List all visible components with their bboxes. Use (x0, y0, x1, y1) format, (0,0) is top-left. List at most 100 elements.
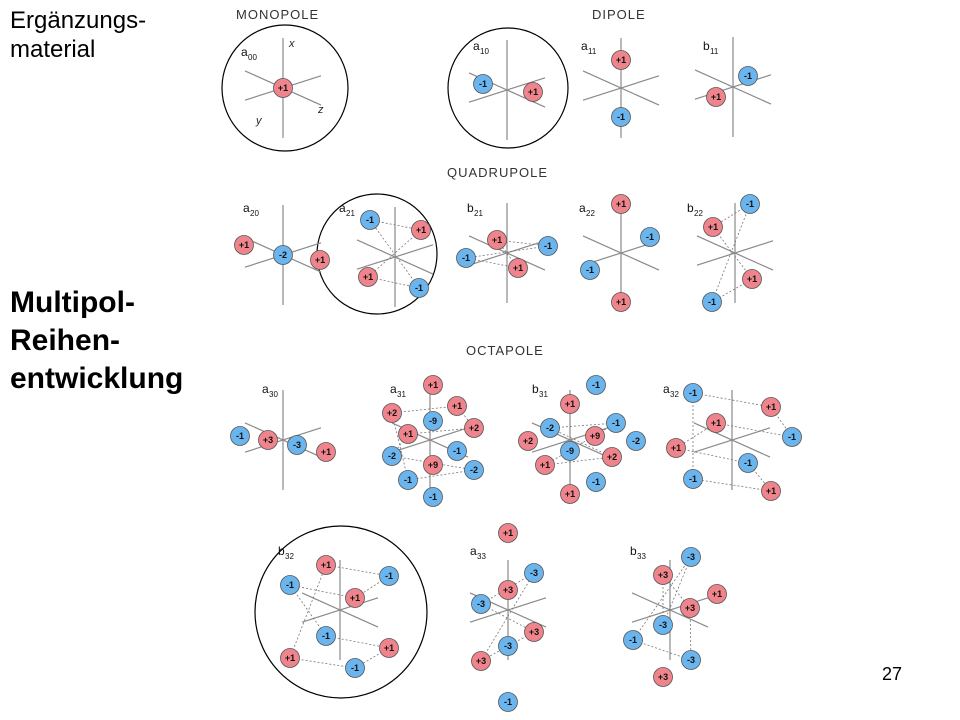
coefficient-symbol: b (467, 201, 474, 215)
positive-charge: +3 (471, 651, 491, 671)
coefficient-symbol: b (532, 382, 539, 396)
charge-value: +1 (278, 83, 288, 93)
charge-value: -1 (322, 631, 330, 641)
charge-value: -1 (592, 477, 600, 487)
charge-value: +3 (658, 570, 668, 580)
negative-charge: -1 (611, 107, 631, 127)
charge-value: +3 (503, 585, 513, 595)
negative-charge: -3 (524, 563, 544, 583)
positive-charge: +1 (316, 442, 336, 462)
charge-value: +9 (428, 460, 438, 470)
coefficient-symbol: a (579, 201, 586, 215)
page-number: 27 (882, 664, 903, 684)
charge-value: -1 (612, 418, 620, 428)
charge-value: -3 (687, 552, 695, 562)
negative-charge: -3 (681, 650, 701, 670)
positive-charge: +1 (423, 375, 443, 395)
charge-value: +1 (492, 235, 502, 245)
axis-label-z: z (317, 104, 324, 116)
coefficient-subscript: 32 (670, 390, 679, 399)
highlight-circle (447, 27, 569, 149)
negative-charge: -1 (345, 658, 365, 678)
negative-charge: -1 (360, 210, 380, 230)
coefficient-subscript: 20 (250, 209, 259, 218)
charge-value: +2 (387, 408, 397, 418)
coefficient-subscript: 21 (474, 209, 483, 218)
charge-connector (632, 556, 692, 641)
negative-charge: -1 (740, 194, 760, 214)
charge-value: -3 (293, 440, 301, 450)
negative-charge: -3 (498, 636, 518, 656)
charge-connector (544, 456, 613, 466)
coefficient-symbol: a (262, 382, 269, 396)
charge-value: -1 (592, 380, 600, 390)
positive-charge: +1 (611, 50, 631, 70)
positive-charge: +1 (280, 648, 300, 668)
charge-connector (480, 572, 535, 662)
charge-value: +1 (712, 589, 722, 599)
charge-value: +1 (565, 489, 575, 499)
positive-charge: +1 (560, 484, 580, 504)
negative-charge: -3 (287, 435, 307, 455)
title-line-3: entwicklung (10, 362, 184, 395)
positive-charge: +1 (703, 217, 723, 237)
charge-value: -1 (744, 71, 752, 81)
positive-charge: +3 (498, 580, 518, 600)
section-label-octapole: OCTAPOLE (466, 343, 544, 358)
charge-connector (715, 422, 793, 438)
positive-charge: +1 (379, 638, 399, 658)
axis-diagonal (696, 240, 774, 266)
negative-charge: -1 (738, 453, 758, 473)
charge-value: -1 (366, 215, 374, 225)
coefficient-symbol: a (243, 201, 250, 215)
negative-charge: -1 (623, 630, 643, 650)
charge-value: -1 (415, 283, 423, 293)
charge-connector (662, 556, 692, 626)
axis-diagonal (582, 75, 660, 101)
charge-value: -1 (504, 697, 512, 707)
charge-value: +1 (452, 401, 462, 411)
charge-connector (465, 245, 549, 259)
section-label-dipole: DIPOLE (592, 7, 646, 22)
charge-value: +3 (529, 627, 539, 637)
charge-value: +1 (384, 643, 394, 653)
charge-value: +1 (747, 274, 757, 284)
charge-connector (692, 478, 772, 492)
highlight-circles (221, 24, 569, 699)
axis-label-x: x (288, 38, 295, 50)
negative-charge: -1 (702, 292, 722, 312)
charge-value: +1 (416, 225, 426, 235)
coefficient-symbol: b (630, 544, 637, 558)
charge-value: +1 (513, 263, 523, 273)
charge-connector (711, 203, 751, 303)
coefficient-subscript: 22 (694, 209, 703, 218)
positive-charge: +1 (310, 250, 330, 270)
positive-charge: +1 (742, 269, 762, 289)
negative-charge: -2 (464, 460, 484, 480)
charge-value: +1 (321, 560, 331, 570)
negative-charge: -2 (540, 418, 560, 438)
positive-charge: +1 (761, 397, 781, 417)
charge-value: +3 (658, 672, 668, 682)
positive-charge: +1 (611, 292, 631, 312)
positive-charge: +1 (761, 481, 781, 501)
title-line-1: Multipol- (10, 286, 135, 319)
negative-charge: -1 (316, 626, 336, 646)
positive-charge: +1 (706, 87, 726, 107)
axis-diagonal (244, 427, 322, 453)
charge-connector (712, 226, 753, 280)
negative-charge: -1 (538, 236, 558, 256)
axis-diagonal (468, 77, 546, 103)
highlight-circle (221, 24, 349, 152)
positive-charge: +3 (653, 565, 673, 585)
charge-connector (549, 422, 617, 429)
positive-charge: +3 (258, 430, 278, 450)
positive-charge: +1 (487, 230, 507, 250)
charge-value: +1 (503, 528, 513, 538)
charge-value: -1 (404, 475, 412, 485)
charge-value: +1 (528, 87, 538, 97)
header-line-1: Ergänzungs- (10, 7, 147, 34)
section-label-quadrupole: QUADRUPOLE (447, 165, 548, 180)
charge-value: -3 (659, 620, 667, 630)
